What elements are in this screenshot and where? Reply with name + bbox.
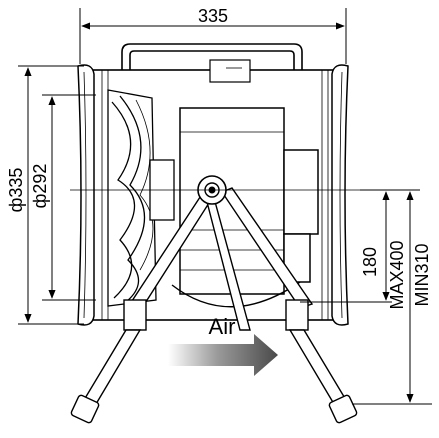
inner-diameter-label: ф292	[30, 164, 50, 209]
outer-diameter-label: ф335	[6, 168, 26, 213]
min-height-label: MIN310	[412, 243, 432, 306]
right-flange	[331, 64, 349, 326]
inner-diameter-dimension	[42, 94, 96, 301]
motor	[179, 59, 319, 295]
outer-diameter-dimension	[18, 65, 84, 325]
left-foot	[70, 329, 142, 424]
stand-legs	[123, 187, 314, 331]
airflow-label: Air	[209, 314, 236, 339]
width-dimension	[79, 8, 347, 64]
carry-handle	[121, 43, 303, 70]
guard-ring	[171, 281, 301, 308]
right-foot	[288, 329, 358, 424]
max-height-label: MAX400	[387, 240, 407, 309]
width-label: 335	[198, 6, 228, 26]
airflow-arrow	[168, 334, 278, 376]
axis-height-label: 180	[360, 247, 380, 277]
left-flange	[77, 64, 95, 326]
impeller-blades	[107, 89, 175, 307]
height-dimensions	[300, 189, 432, 405]
